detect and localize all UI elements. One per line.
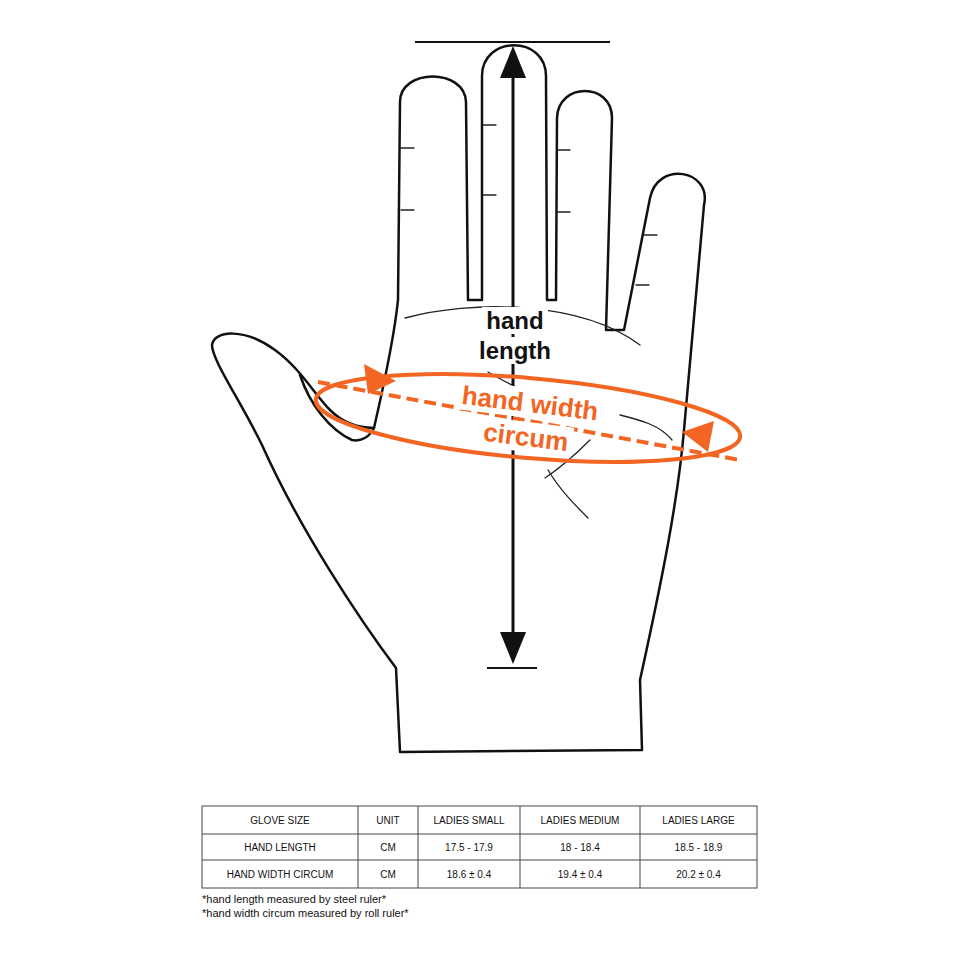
footnote: *hand width circum measured by roll rule…	[202, 907, 409, 919]
table-cell-box: 18 - 18.4	[521, 835, 639, 859]
dimension-label-box: hand length	[448, 306, 582, 366]
hand-outline	[212, 45, 705, 752]
table-cell-box: HAND WIDTH CIRCUM	[203, 861, 357, 887]
footnote: *hand length measured by steel ruler*	[202, 893, 386, 905]
dimension-label: hand length	[475, 307, 555, 364]
dimension-label: hand width circum	[456, 379, 604, 457]
table-cell: CM	[380, 869, 396, 880]
table-cell-box: 19.4 ± 0.4	[521, 861, 639, 887]
table-cell-box: 17.5 - 17.9	[419, 835, 519, 859]
table-cell: 20.2 ± 0.4	[676, 869, 720, 880]
table-cell-box: 18.6 ± 0.4	[419, 861, 519, 887]
length-dimension	[415, 42, 610, 668]
table-cell-box: 20.2 ± 0.4	[641, 861, 756, 887]
table-cell: CM	[380, 842, 396, 853]
table-cell-box: CM	[359, 861, 417, 887]
table-cell: 18.5 - 18.9	[675, 842, 723, 853]
size-table-grid	[202, 806, 757, 888]
circumference-dimension	[312, 360, 743, 477]
dimension-label-box: hand width circum	[410, 372, 647, 468]
table-header-box: LADIES LARGE	[641, 807, 756, 833]
table-cell-box: 18.5 - 18.9	[641, 835, 756, 859]
table-header: UNIT	[376, 815, 399, 826]
table-cell: 19.4 ± 0.4	[558, 869, 602, 880]
table-header: LADIES SMALL	[433, 815, 504, 826]
finger-creases	[401, 125, 657, 285]
table-header-box: GLOVE SIZE	[203, 807, 357, 833]
footnote-box: *hand length measured by steel ruler*	[202, 893, 386, 905]
table-cell: HAND LENGTH	[244, 842, 316, 853]
table-cell: 18 - 18.4	[560, 842, 599, 853]
table-header: GLOVE SIZE	[250, 815, 309, 826]
palm-lines	[405, 307, 672, 518]
table-cell: HAND WIDTH CIRCUM	[227, 869, 334, 880]
table-header-box: UNIT	[359, 807, 417, 833]
table-cell: 17.5 - 17.9	[445, 842, 493, 853]
table-header: LADIES LARGE	[662, 815, 734, 826]
table-header: LADIES MEDIUM	[541, 815, 620, 826]
table-header-box: LADIES SMALL	[419, 807, 519, 833]
table-cell-box: CM	[359, 835, 417, 859]
table-cell: 18.6 ± 0.4	[447, 869, 491, 880]
footnote-box: *hand width circum measured by roll rule…	[202, 907, 409, 919]
table-cell-box: HAND LENGTH	[203, 835, 357, 859]
table-header-box: LADIES MEDIUM	[521, 807, 639, 833]
